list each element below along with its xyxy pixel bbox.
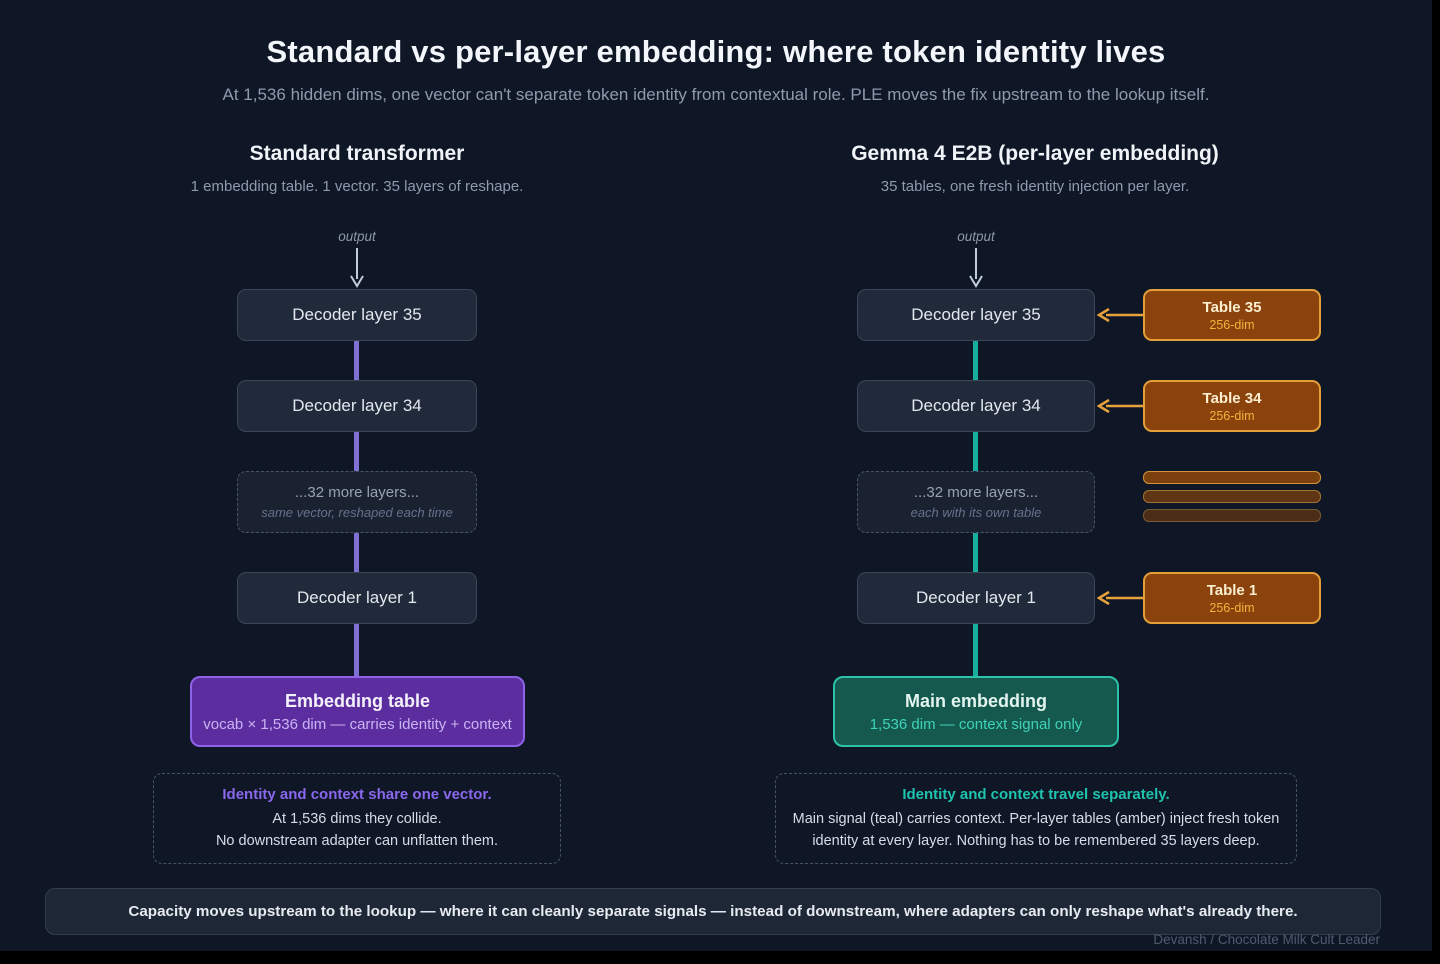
standard-decoder-layer-34: Decoder layer 34	[237, 380, 477, 432]
ple-connector-1	[973, 341, 978, 380]
standard-connector-1	[354, 341, 359, 380]
table-title: Table 34	[1202, 389, 1262, 407]
inject-arrow-left-icon	[1096, 398, 1143, 414]
embedding-table-box: Embedding table vocab × 1,536 dim — carr…	[190, 676, 525, 747]
standard-output-label: output	[338, 229, 376, 244]
ple-decoder-layer-34: Decoder layer 34	[857, 380, 1095, 432]
output-arrow-down-icon	[969, 248, 983, 288]
table-dim: 256-dim	[1209, 317, 1255, 332]
layer-label: Decoder layer 35	[911, 305, 1041, 324]
inject-arrow-left-icon	[1096, 590, 1143, 606]
takeaway-banner: Capacity moves upstream to the lookup — …	[45, 888, 1381, 935]
standard-decoder-layer-35: Decoder layer 35	[237, 289, 477, 341]
layer-label: Decoder layer 1	[296, 588, 417, 607]
ple-note-title: Identity and context travel separately.	[902, 785, 1170, 803]
table-title: Table 35	[1202, 298, 1262, 316]
standard-connector-3	[354, 533, 359, 572]
standard-connector-4	[354, 624, 359, 678]
ple-column-subtitle: 35 tables, one fresh identity injection …	[880, 178, 1190, 195]
main-embedding-box: Main embedding 1,536 dim — context signa…	[833, 676, 1119, 747]
layer-label: Decoder layer 34	[911, 396, 1041, 415]
more-layers-note: each with its own table	[910, 505, 1042, 520]
main-embedding-subtitle: 1,536 dim — context signal only	[869, 715, 1083, 733]
table-title: Table 1	[1206, 581, 1258, 599]
standard-connector-2	[354, 432, 359, 471]
takeaway-text: Capacity moves upstream to the lookup — …	[128, 903, 1298, 920]
ple-connector-3	[973, 533, 978, 572]
more-layers-note: same vector, reshaped each time	[261, 505, 453, 520]
ple-note-body: Main signal (teal) carries context. Per-…	[792, 810, 1280, 849]
table-dim: 256-dim	[1209, 600, 1255, 615]
output-arrow-down-icon	[350, 248, 364, 288]
standard-more-layers-box: ...32 more layers... same vector, reshap…	[237, 471, 477, 533]
more-layers-label: ...32 more layers...	[913, 484, 1039, 501]
ple-note-box: Identity and context travel separately. …	[775, 773, 1297, 864]
standard-column-title: Standard transformer	[249, 142, 465, 165]
layer-label: Decoder layer 34	[292, 396, 422, 415]
mini-table-strip	[1143, 509, 1321, 522]
table-1-box: Table 1 256-dim	[1143, 572, 1321, 624]
layer-label: Decoder layer 1	[915, 588, 1036, 607]
page-title: Standard vs per-layer embedding: where t…	[266, 34, 1166, 69]
more-layers-label: ...32 more layers...	[294, 484, 420, 501]
mini-table-strip	[1143, 490, 1321, 503]
ple-decoder-layer-1: Decoder layer 1	[857, 572, 1095, 624]
ple-output-label: output	[957, 229, 995, 244]
inject-arrow-left-icon	[1096, 307, 1143, 323]
ple-connector-4	[973, 624, 978, 678]
embedding-table-subtitle: vocab × 1,536 dim — carries identity + c…	[203, 715, 512, 733]
standard-note-line1: At 1,536 dims they collide.	[272, 810, 442, 827]
standard-decoder-layer-1: Decoder layer 1	[237, 572, 477, 624]
layer-label: Decoder layer 35	[292, 305, 422, 324]
main-embedding-title: Main embedding	[904, 690, 1047, 711]
ple-more-layers-box: ...32 more layers... each with its own t…	[857, 471, 1095, 533]
table-dim: 256-dim	[1209, 408, 1255, 423]
ple-column-title: Gemma 4 E2B (per-layer embedding)	[851, 142, 1219, 165]
credit-text: Devansh / Chocolate Milk Cult Leader	[1153, 932, 1380, 947]
standard-note-line2: No downstream adapter can unflatten them…	[215, 832, 499, 849]
mini-table-strip	[1143, 471, 1321, 484]
ple-connector-2	[973, 432, 978, 471]
standard-note-box: Identity and context share one vector. A…	[153, 773, 561, 864]
table-34-box: Table 34 256-dim	[1143, 380, 1321, 432]
standard-note-title: Identity and context share one vector.	[222, 785, 492, 803]
embedding-table-title: Embedding table	[284, 690, 430, 711]
table-35-box: Table 35 256-dim	[1143, 289, 1321, 341]
page-subtitle: At 1,536 hidden dims, one vector can't s…	[222, 85, 1210, 104]
ple-decoder-layer-35: Decoder layer 35	[857, 289, 1095, 341]
standard-column-subtitle: 1 embedding table. 1 vector. 35 layers o…	[190, 178, 524, 195]
